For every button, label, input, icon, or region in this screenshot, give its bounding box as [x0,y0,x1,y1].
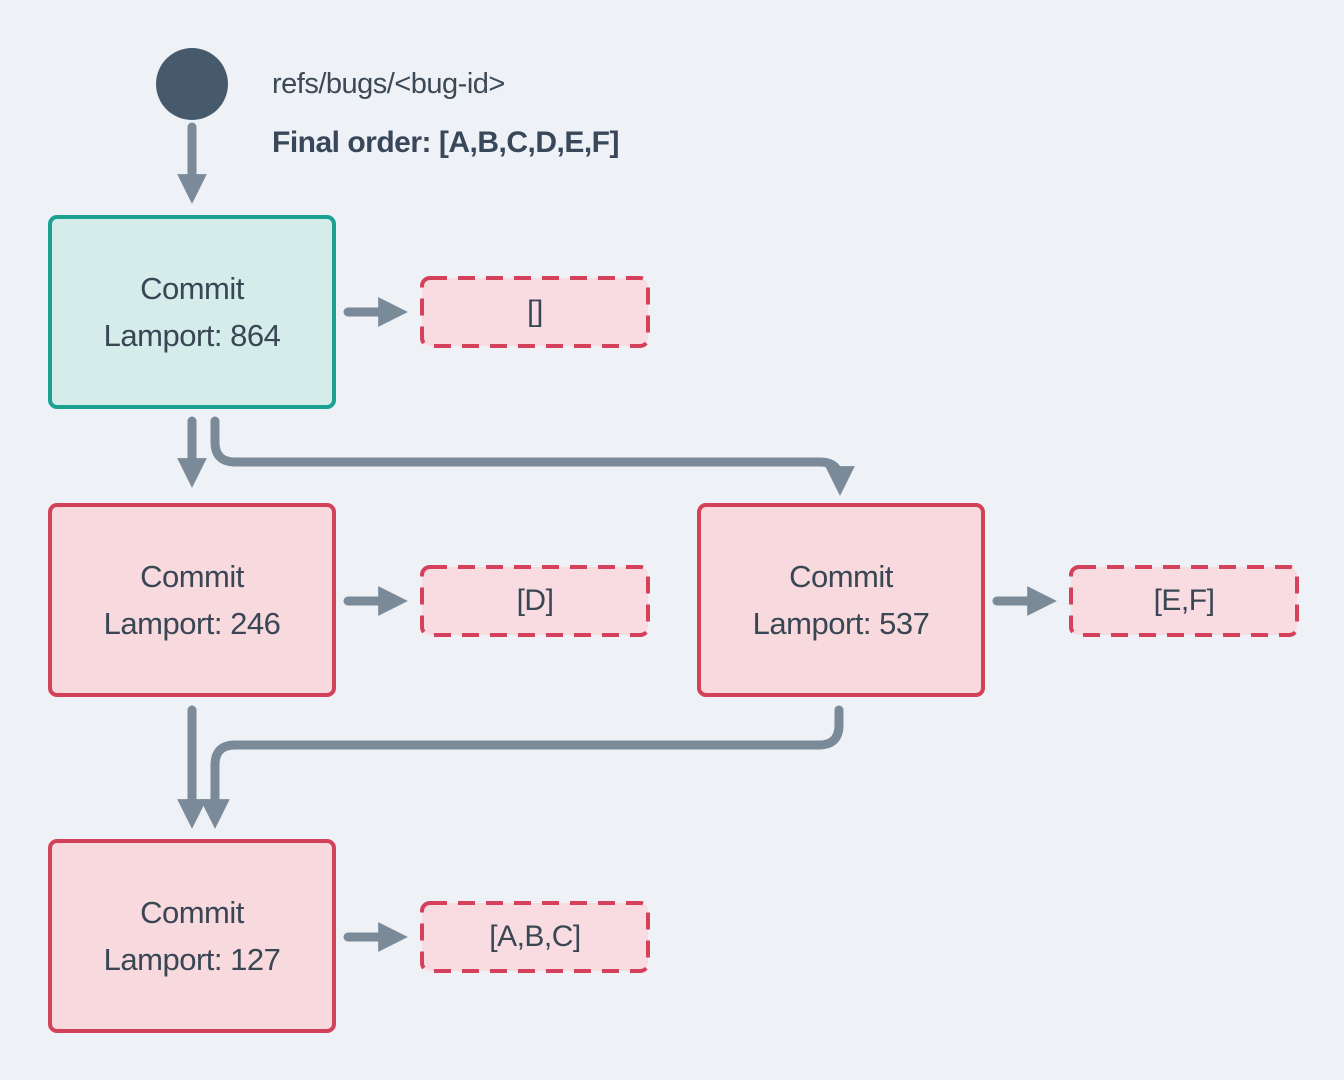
ref-circle-icon [156,48,228,120]
commit-node-864: Commit Lamport: 864 [48,215,336,409]
dashed-border [420,565,650,637]
output-list-246: [D] [420,565,650,637]
final-order-label: Final order: [A,B,C,D,E,F] [272,126,620,159]
ref-name-label: refs/bugs/<bug-id> [272,68,505,100]
output-label: [A,B,C] [489,920,581,953]
commit-title: Commit [789,559,893,594]
commit-node-246: Commit Lamport: 246 [48,503,336,697]
commit-lamport: Lamport: 864 [103,318,281,353]
dashed-border [420,901,650,973]
commit-title: Commit [140,271,244,306]
output-list-537: [E,F] [1069,565,1299,637]
commit-node-127: Commit Lamport: 127 [48,839,336,1033]
commit-title: Commit [140,895,244,930]
output-label: [D] [516,584,554,617]
output-list-864: [] [420,276,650,348]
dashed-border [1069,565,1299,637]
commit-lamport: Lamport: 537 [752,606,930,641]
dashed-border [420,276,650,348]
commit-title: Commit [140,559,244,594]
output-list-127: [A,B,C] [420,901,650,973]
commit-lamport: Lamport: 127 [103,942,281,977]
output-label: [] [527,295,543,328]
edge-864-to-537 [210,416,855,496]
edge-537-to-127 [200,705,844,829]
output-label: [E,F] [1153,584,1215,617]
commit-lamport: Lamport: 246 [103,606,281,641]
commit-node-537: Commit Lamport: 537 [697,503,985,697]
